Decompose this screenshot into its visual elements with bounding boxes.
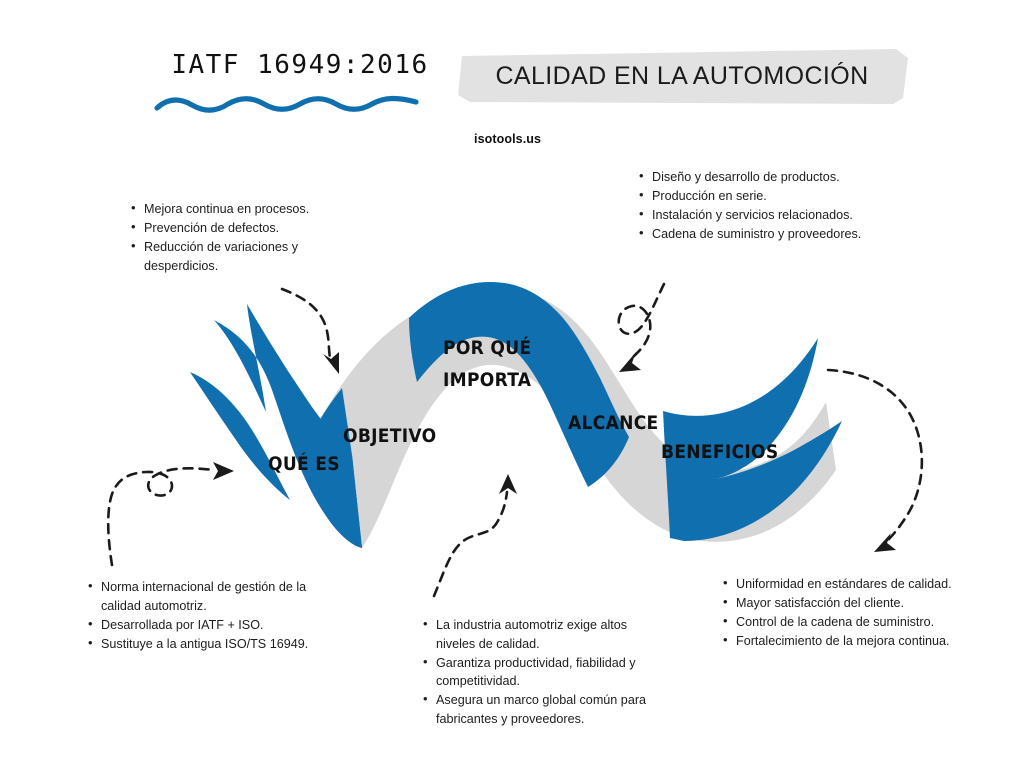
list-item: Reducción de variaciones y desperdicios.	[131, 237, 343, 275]
list-item: Norma internacional de gestión de la cal…	[88, 577, 310, 615]
ribbon-label-objetivo: OBJETIVO	[343, 425, 436, 447]
title-underline-squiggle	[154, 95, 419, 113]
banner-background-shape	[458, 49, 908, 104]
arrow-to-que-es	[106, 462, 234, 567]
list-item: Garantiza productividad, fiabilidad y co…	[423, 653, 665, 691]
note-block-norma: Norma internacional de gestión de la cal…	[85, 577, 310, 654]
list-item: Prevención de defectos.	[131, 218, 343, 238]
arrow-to-por-que-importa	[432, 474, 517, 598]
note-list-norma: Norma internacional de gestión de la cal…	[85, 577, 310, 654]
arrow-to-beneficios	[826, 368, 924, 552]
ribbon-segment-por-que-importa	[409, 281, 629, 487]
note-block-mejora: Mejora continua en procesos. Prevención …	[128, 199, 343, 276]
list-item: Desarrollada por IATF + ISO.	[88, 615, 310, 635]
arrow-to-alcance	[617, 282, 666, 372]
banner-title: CALIDAD EN LA AUTOMOCIÓN	[495, 61, 869, 90]
list-item: Mayor satisfacción del cliente.	[723, 593, 960, 613]
note-block-uniformidad: Uniformidad en estándares de calidad. Ma…	[720, 574, 960, 651]
ribbon-label-beneficios: BENEFICIOS	[661, 441, 778, 463]
list-item: Uniformidad en estándares de calidad.	[723, 574, 960, 594]
header-title-group: IATF 16949:2016	[150, 52, 450, 132]
site-url-label: isotools.us	[474, 132, 542, 146]
note-list-uniformidad: Uniformidad en estándares de calidad. Ma…	[720, 574, 960, 651]
ribbon-segment-que-es	[214, 304, 362, 548]
list-item: Producción en serie.	[639, 186, 881, 206]
note-list-mejora: Mejora continua en procesos. Prevención …	[128, 199, 343, 275]
list-item: Asegura un marco global común para fabri…	[423, 690, 665, 728]
list-item: Sustituye a la antigua ISO/TS 16949.	[88, 634, 310, 654]
ribbon-segment-beneficios	[663, 338, 842, 541]
list-item: Fortalecimiento de la mejora continua.	[723, 631, 960, 651]
note-list-diseno: Diseño y desarrollo de productos. Produc…	[636, 167, 881, 244]
ribbon-flame-left	[190, 372, 290, 500]
ribbon-band	[190, 281, 842, 548]
list-item: Instalación y servicios relacionados.	[639, 205, 881, 225]
ribbon-label-alcance: ALCANCE	[568, 412, 659, 434]
ribbon-segment-que-es-body	[300, 388, 362, 548]
list-item: Diseño y desarrollo de productos.	[639, 167, 881, 187]
list-item: La industria automotriz exige altos nive…	[423, 615, 665, 653]
list-item: Mejora continua en procesos.	[131, 199, 343, 219]
ribbon-label-por-que: POR QUÉ	[443, 336, 531, 359]
list-item: Cadena de suministro y proveedores.	[639, 224, 881, 244]
header-banner: CALIDAD EN LA AUTOMOCIÓN	[456, 47, 908, 105]
note-list-industria: La industria automotriz exige altos nive…	[420, 615, 665, 728]
ribbon-label-importa: IMPORTA	[443, 369, 532, 391]
ribbon-label-que-es: QUÉ ES	[268, 452, 340, 475]
ribbon-band-gray	[300, 287, 836, 548]
arrow-to-objetivo	[280, 287, 339, 374]
list-item: Control de la cadena de suministro.	[723, 612, 960, 632]
note-block-industria: La industria automotriz exige altos nive…	[420, 615, 665, 729]
page-title: IATF 16949:2016	[171, 50, 429, 80]
note-block-diseno: Diseño y desarrollo de productos. Produc…	[636, 167, 881, 244]
